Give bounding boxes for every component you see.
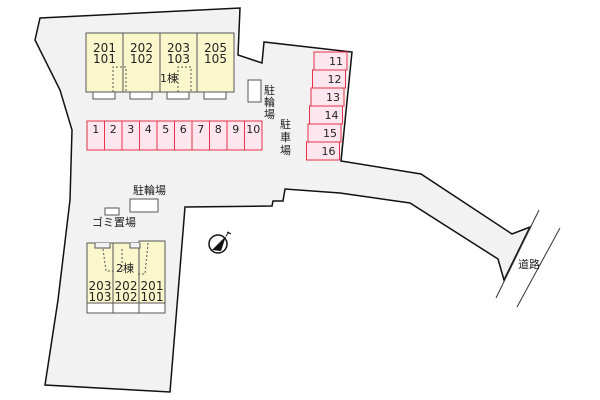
bike-parking-top-label: 駐 xyxy=(264,83,275,97)
bike-parking-top xyxy=(247,79,262,103)
bike-parking-top-label: 場 xyxy=(264,108,275,121)
bike-parking-label: 駐輪場 xyxy=(133,183,166,197)
parking-space xyxy=(306,141,340,161)
garbage-label: ゴミ置場 xyxy=(92,215,136,229)
north-arrow-icon xyxy=(208,231,232,254)
car-parking-label: 車 xyxy=(280,130,291,144)
road-line xyxy=(516,227,561,308)
balcony xyxy=(166,91,190,100)
unit-number: 101 xyxy=(93,52,116,66)
parking-number: 11 xyxy=(329,55,343,68)
road-label: 道路 xyxy=(518,257,540,271)
parking-number: 10 xyxy=(246,123,260,136)
unit-number: 203 xyxy=(167,41,190,55)
car-parking-label: 駐 xyxy=(280,117,291,131)
unit-number: 201 xyxy=(141,279,164,293)
unit-number: 201 xyxy=(93,41,116,55)
bike-parking-top-label: 輪 xyxy=(264,95,275,109)
balcony xyxy=(129,91,153,100)
building-2-label: 2棟 xyxy=(116,261,134,275)
parking-number: 12 xyxy=(328,73,342,86)
parking-space xyxy=(244,120,263,151)
parking-number: 6 xyxy=(180,123,187,136)
unit-number: 202 xyxy=(130,41,153,55)
entrance-notch xyxy=(94,243,141,249)
parking-number: 8 xyxy=(215,123,222,136)
balcony xyxy=(112,302,140,314)
balcony xyxy=(138,302,166,314)
unit-number: 103 xyxy=(167,52,190,66)
stair-outline xyxy=(102,242,149,275)
parking-number: 1 xyxy=(92,123,99,136)
parking-number: 13 xyxy=(326,91,340,104)
parking-column: 11 12 13 14 15 16 xyxy=(306,51,348,161)
unit-number: 105 xyxy=(204,52,227,66)
stair-outline xyxy=(112,66,127,92)
unit-number: 102 xyxy=(115,290,138,304)
unit-number: 103 xyxy=(89,290,112,304)
balcony xyxy=(203,91,227,100)
car-parking-label: 場 xyxy=(280,144,291,157)
unit-number: 101 xyxy=(141,290,164,304)
stair-outline xyxy=(177,66,192,92)
parking-number: 3 xyxy=(127,123,134,136)
garbage-area xyxy=(104,207,120,216)
road-line xyxy=(495,209,540,299)
unit-number: 205 xyxy=(204,41,227,55)
parking-number: 5 xyxy=(162,123,169,136)
building-1-label: 1棟 xyxy=(160,71,178,85)
unit xyxy=(85,32,124,93)
unit-number: 202 xyxy=(115,279,138,293)
parking-number: 4 xyxy=(145,123,152,136)
balcony xyxy=(86,302,114,314)
parking-number: 16 xyxy=(322,145,336,158)
parking-number: 15 xyxy=(323,127,337,140)
parking-number: 2 xyxy=(110,123,117,136)
parking-number: 9 xyxy=(232,123,239,136)
unit-number: 102 xyxy=(130,52,153,66)
unit-number: 203 xyxy=(89,279,112,293)
bike-parking xyxy=(129,198,159,213)
parking-number: 14 xyxy=(325,109,339,122)
parking-number: 7 xyxy=(197,123,204,136)
balcony xyxy=(92,91,116,100)
